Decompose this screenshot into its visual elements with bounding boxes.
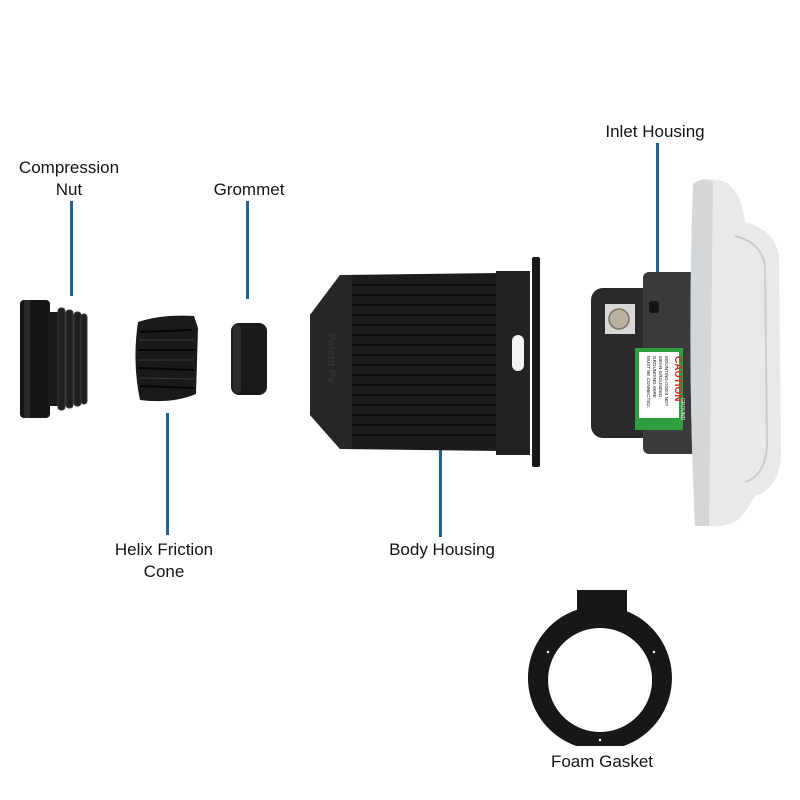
caution-footer: GROUND [679, 398, 685, 421]
leader-compression-nut [70, 201, 73, 296]
leader-inlet-housing [656, 143, 659, 280]
helix-friction-cone-part [132, 312, 202, 408]
label-grommet: Grommet [200, 179, 298, 201]
caution-title: CAUTION [672, 356, 683, 402]
inlet-housing-part: CAUTION MOUNTING DOES NOT MEAN GROUNDED.… [585, 176, 790, 531]
grommet-part [229, 321, 269, 397]
label-inlet-housing: Inlet Housing [590, 121, 720, 143]
leader-helix-friction-cone [166, 413, 169, 535]
caution-line: GROUNDING WIRE [652, 356, 657, 398]
label-line: Inlet Housing [605, 122, 705, 141]
compression-nut-part [18, 298, 90, 420]
body-embossed-text: Patent Pe [325, 333, 337, 383]
label-compression-nut: Compression Nut [8, 157, 130, 201]
body-housing-part: Patent Pe [300, 255, 545, 470]
label-line: Body Housing [389, 540, 495, 559]
caution-label: CAUTION MOUNTING DOES NOT MEAN GROUNDED.… [635, 348, 685, 430]
label-line: Foam Gasket [550, 752, 654, 771]
leader-body-housing [439, 449, 442, 537]
label-line: Grommet [213, 180, 285, 199]
label-helix-friction-cone: Helix Friction Cone [100, 539, 228, 583]
label-line: Helix Friction [114, 540, 214, 559]
leader-grommet [246, 201, 249, 299]
label-foam-gasket: Foam Gasket [536, 751, 668, 773]
label-line: Cone [143, 562, 185, 581]
label-body-housing: Body Housing [374, 539, 510, 561]
caution-line: MOUNTING DOES NOT [664, 356, 669, 406]
label-line: Nut [55, 180, 83, 199]
caution-line: MEAN GROUNDED. [658, 356, 663, 399]
caution-line: MUST BE CONNECTED. [646, 356, 651, 408]
label-line: Compression [18, 158, 120, 177]
foam-gasket-part [525, 588, 675, 746]
